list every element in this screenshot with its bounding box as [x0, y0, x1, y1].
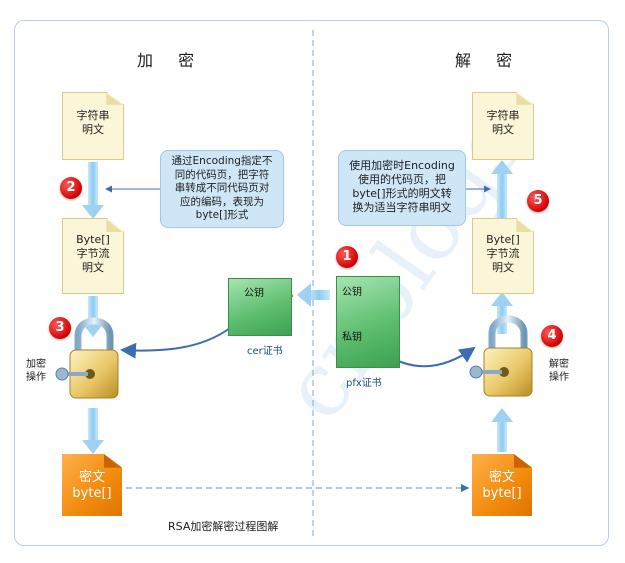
pfx-private-key-label: 私钥: [342, 332, 362, 343]
step-badge-2: 2: [60, 177, 82, 199]
right-plaintext-doc: 字符串 明文: [472, 92, 534, 160]
left-cipher-line2: byte[]: [72, 486, 112, 501]
pfx-caption: pfx证书: [346, 378, 382, 389]
left-plaintext-line2: 明文: [82, 123, 104, 136]
right-flow-arrow-3: [491, 160, 513, 218]
step-badge-1: 1: [336, 246, 358, 268]
step-badge-3: 3: [49, 317, 71, 339]
public-key-to-lock-arrow: [120, 327, 231, 359]
left-flow-arrow-2: [82, 296, 104, 337]
encrypt-lock-icon: [55, 317, 119, 399]
pfx-certificate: [336, 276, 400, 368]
left-bytes-line3: 明文: [82, 261, 104, 274]
right-bytes-doc: Byte[] 字节流 明文: [472, 218, 534, 294]
cer-certificate: [228, 278, 292, 336]
decrypt-op-label: 解密 操作: [549, 359, 569, 383]
cer-caption: cer证书: [247, 346, 283, 357]
left-plaintext-doc: 字符串 明文: [62, 92, 124, 160]
pfx-to-cer-arrow: [297, 283, 330, 307]
encrypt-op-label: 加密 操作: [26, 359, 46, 383]
left-cipher-doc: 密文 byte[]: [62, 454, 122, 516]
left-flow-arrow-3: [82, 408, 104, 454]
decrypt-title: 解 密: [455, 51, 523, 70]
right-flow-arrow-1: [491, 408, 513, 452]
step-badge-5: 5: [527, 190, 549, 212]
right-cipher-line2: byte[]: [482, 486, 522, 501]
cer-key-label: 公钥: [244, 288, 264, 299]
left-cipher-line1: 密文: [78, 470, 105, 485]
right-bytes-line1: Byte[]: [486, 233, 520, 246]
left-bytes-line1: Byte[]: [76, 233, 110, 246]
right-plaintext-line1: 字符串: [486, 109, 520, 122]
right-bytes-line2: 字节流: [486, 247, 520, 260]
left-bytes-line2: 字节流: [76, 247, 110, 260]
decrypt-lock-icon: [469, 315, 533, 397]
pfx-public-key-label: 公钥: [342, 287, 362, 298]
step-badge-4: 4: [541, 325, 563, 347]
encrypt-title: 加 密: [137, 51, 205, 70]
right-encoding-note: 使用加密时Encoding 使用的代码页，把 byte[]形式的明文转 换为适当…: [338, 150, 466, 226]
left-plaintext-line1: 字符串: [76, 109, 110, 122]
right-plaintext-line2: 明文: [492, 123, 514, 136]
left-encoding-note: 通过Encoding指定不 同的代码页，把字符 串转成不同代码页对 应的编码，表…: [160, 150, 284, 228]
left-flow-arrow-1: [82, 162, 104, 219]
footer-caption: RSA加密解密过程图解: [168, 520, 279, 533]
left-bytes-doc: Byte[] 字节流 明文: [62, 218, 124, 294]
right-cipher-doc: 密文 byte[]: [472, 454, 532, 516]
right-cipher-line1: 密文: [488, 470, 515, 485]
right-bytes-line3: 明文: [492, 261, 514, 274]
